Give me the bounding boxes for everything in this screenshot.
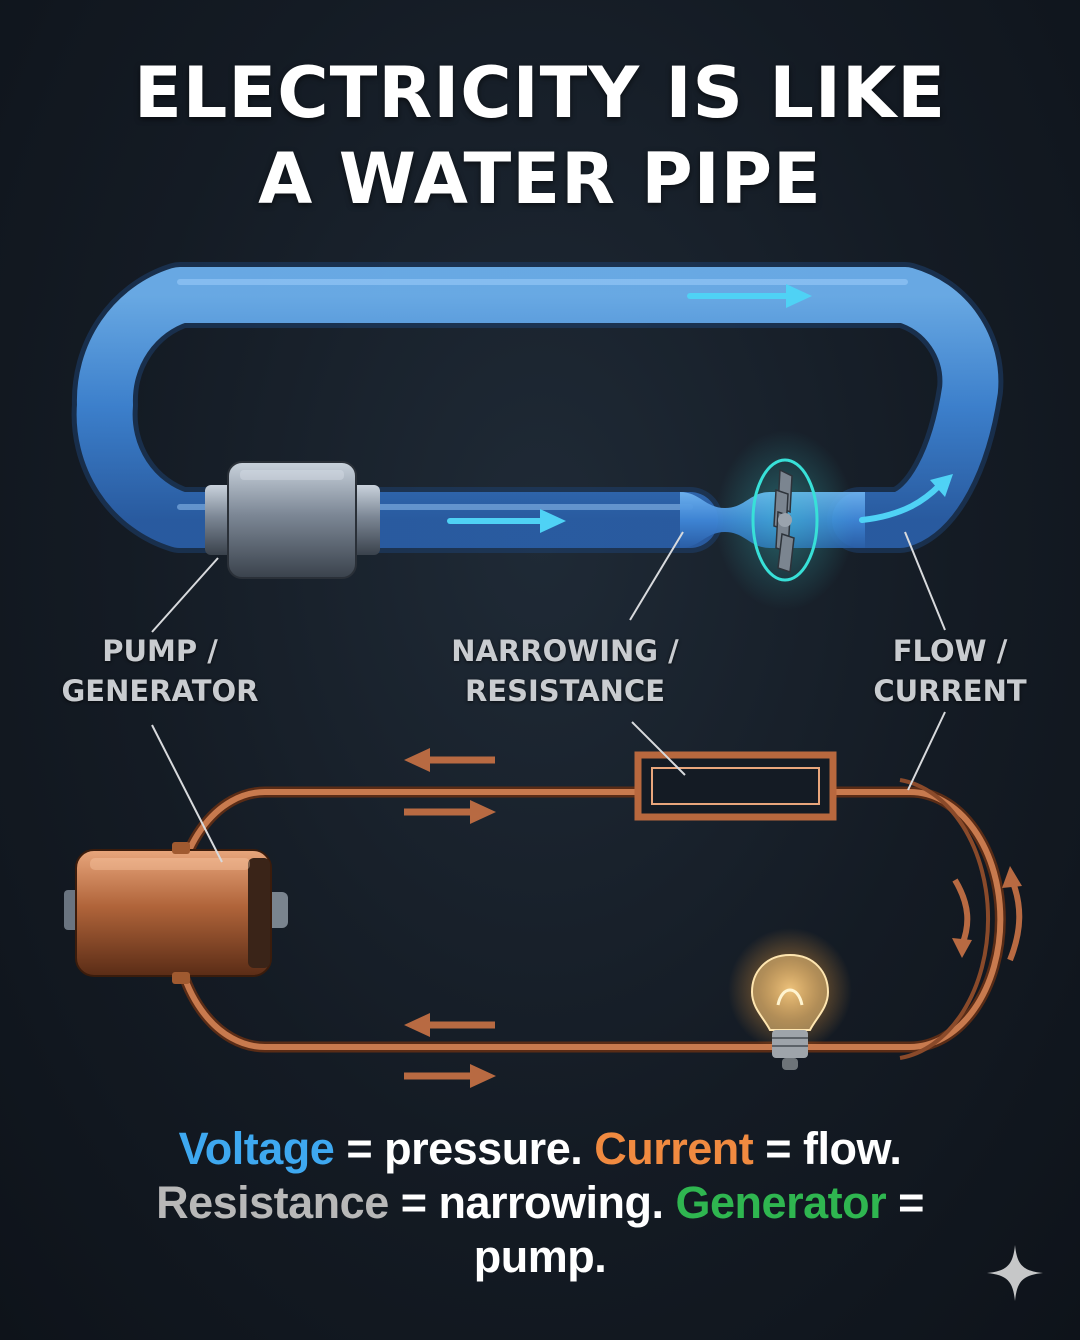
caption-line-3: pump. <box>40 1230 1040 1284</box>
pump-cylinder <box>205 461 380 579</box>
caption-generator-text: = <box>886 1177 924 1228</box>
water-flow-arrows <box>447 284 953 533</box>
label-flow-line-2: CURRENT <box>873 674 1027 708</box>
label-narrowing-line-2: RESISTANCE <box>464 674 666 708</box>
label-narrowing-line-1: NARROWING / <box>451 634 679 668</box>
label-flow-line-1: FLOW / <box>892 634 1008 668</box>
label-pump-generator: PUMP / GENERATOR <box>40 631 280 711</box>
caption: Voltage = pressure. Current = flow. Resi… <box>40 1122 1040 1284</box>
light-bulb-icon <box>728 928 852 1070</box>
title-line-1: ELECTRICITY IS LIKE <box>133 52 947 134</box>
copper-wire-loop <box>169 778 1006 1060</box>
caption-current-text: = flow. <box>753 1123 902 1174</box>
caption-voltage: Voltage <box>178 1123 335 1174</box>
sparkle-icon <box>987 1245 1043 1301</box>
caption-current: Current <box>594 1123 754 1174</box>
resistor-box <box>634 751 837 821</box>
caption-line-1: Voltage = pressure. Current = flow. <box>40 1122 1040 1176</box>
label-pump-line-1: PUMP / <box>102 634 218 668</box>
leader-lines <box>151 531 946 863</box>
current-flow-arrows <box>404 748 1023 1088</box>
caption-resistance-text: = narrowing. <box>388 1177 676 1228</box>
turbine-icon <box>715 430 855 610</box>
label-pump-line-2: GENERATOR <box>61 674 259 708</box>
caption-pump: pump. <box>473 1231 607 1282</box>
caption-generator: Generator <box>675 1177 887 1228</box>
caption-voltage-text: = pressure. <box>334 1123 595 1174</box>
caption-resistance: Resistance <box>156 1177 389 1228</box>
label-flow-current: FLOW / CURRENT <box>840 631 1060 711</box>
title-line-2: A WATER PIPE <box>258 138 822 220</box>
label-narrowing-resistance: NARROWING / RESISTANCE <box>430 631 700 711</box>
caption-line-2: Resistance = narrowing. Generator = <box>40 1176 1040 1230</box>
generator-cylinder <box>64 842 288 984</box>
